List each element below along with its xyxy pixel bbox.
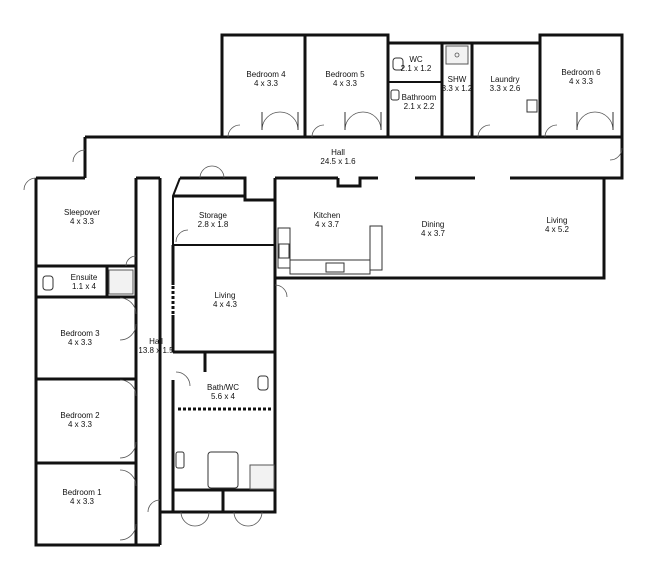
basin-icon bbox=[390, 89, 400, 101]
bedroom3-size: 4 x 3.3 bbox=[68, 338, 93, 347]
bathwc-name: Bath/WC bbox=[207, 383, 239, 392]
bathwc-size: 5.6 x 4 bbox=[211, 392, 236, 401]
bedroom6-size: 4 x 3.3 bbox=[569, 77, 594, 86]
ensuite-name: Ensuite bbox=[71, 273, 98, 282]
storage-name: Storage bbox=[199, 211, 228, 220]
wc-name: WC bbox=[409, 55, 423, 64]
laundry-size: 3.3 x 2.6 bbox=[490, 84, 521, 93]
bedroom6-name: Bedroom 6 bbox=[561, 68, 601, 77]
dining-size: 4 x 3.7 bbox=[421, 229, 446, 238]
bedroom3-name: Bedroom 3 bbox=[60, 329, 100, 338]
bedroom2-name: Bedroom 2 bbox=[60, 411, 100, 420]
door-bedroom5[interactable] bbox=[344, 111, 382, 131]
living-mid-size: 4 x 4.3 bbox=[213, 300, 238, 309]
toilet-icon bbox=[392, 57, 404, 71]
sink-icon bbox=[325, 262, 345, 273]
kitchen-size: 4 x 3.7 bbox=[315, 220, 340, 229]
bedroom5-size: 4 x 3.3 bbox=[333, 79, 358, 88]
shower-icon bbox=[108, 269, 134, 295]
living-mid-name: Living bbox=[215, 291, 236, 300]
bathroom-name: Bathroom bbox=[402, 93, 437, 102]
laundry-name: Laundry bbox=[491, 75, 520, 84]
bathroom-size: 2.1 x 2.2 bbox=[404, 102, 435, 111]
door-bedroom4[interactable] bbox=[261, 111, 299, 131]
living-right-size: 4 x 5.2 bbox=[545, 225, 570, 234]
sleepover-name: Sleepover bbox=[64, 208, 100, 217]
bedroom2-size: 4 x 3.3 bbox=[68, 420, 93, 429]
hall-left-size: 13.8 x 1.5 bbox=[138, 346, 174, 355]
bedroom5-name: Bedroom 5 bbox=[325, 70, 365, 79]
shw-name: SHW bbox=[448, 75, 467, 84]
kitchen-name: Kitchen bbox=[314, 211, 341, 220]
basin-icon bbox=[175, 451, 185, 469]
stove-icon bbox=[278, 243, 290, 259]
storage-size: 2.8 x 1.8 bbox=[198, 220, 229, 229]
living-right-name: Living bbox=[547, 216, 568, 225]
sleepover-size: 4 x 3.3 bbox=[70, 217, 95, 226]
bedroom1-size: 4 x 3.3 bbox=[70, 497, 95, 506]
ensuite-size: 1.1 x 4 bbox=[72, 282, 97, 291]
fixtures bbox=[42, 45, 538, 490]
bedroom4-name: Bedroom 4 bbox=[246, 70, 286, 79]
hall-top-size: 24.5 x 1.6 bbox=[320, 157, 356, 166]
door-bedroom6[interactable] bbox=[576, 111, 614, 131]
doors bbox=[23, 111, 623, 541]
hall-top-name: Hall bbox=[331, 148, 345, 157]
dining-name: Dining bbox=[422, 220, 445, 229]
shower-icon bbox=[445, 45, 469, 65]
bedroom1-name: Bedroom 1 bbox=[62, 488, 102, 497]
tub-icon bbox=[526, 99, 538, 113]
room-labels: Bedroom 4 4 x 3.3 Bedroom 5 4 x 3.3 WC 2… bbox=[60, 55, 601, 506]
toilet-icon bbox=[257, 375, 269, 391]
toilet-icon bbox=[42, 275, 54, 291]
bathtub-icon bbox=[207, 451, 239, 489]
wc-size: 2.1 x 1.2 bbox=[401, 64, 432, 73]
shower-icon bbox=[249, 464, 275, 490]
hall-left-name: Hall bbox=[149, 337, 163, 346]
bedroom4-size: 4 x 3.3 bbox=[254, 79, 279, 88]
shw-size: 3.3 x 1.2 bbox=[442, 84, 473, 93]
